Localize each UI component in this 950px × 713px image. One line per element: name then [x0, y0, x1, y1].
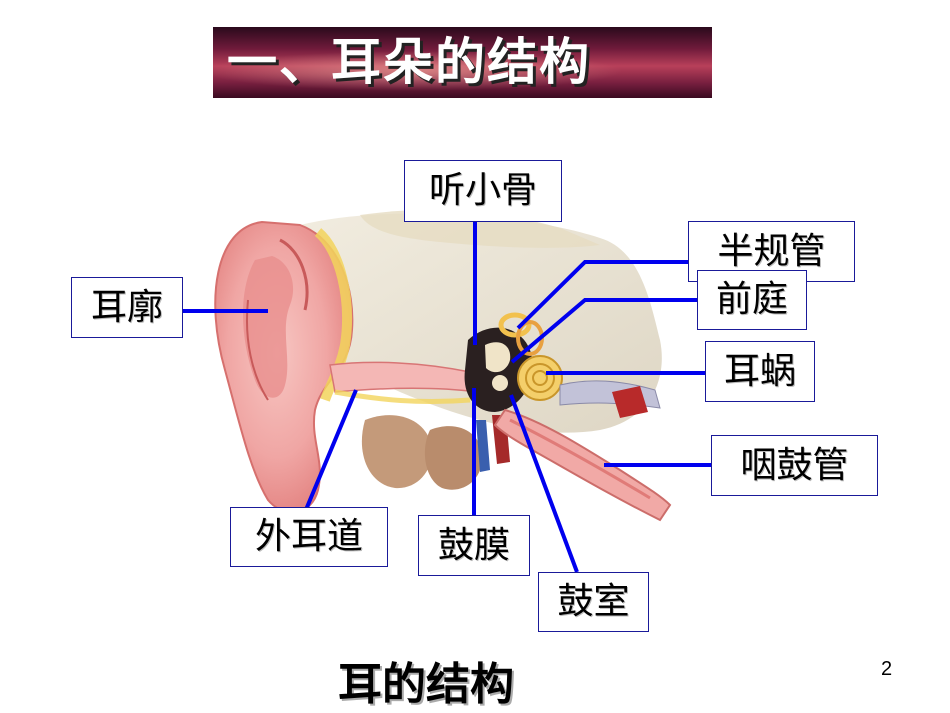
- pointer-ear-canal: [303, 389, 358, 513]
- pointer-vestibule: [510, 298, 697, 364]
- label-ossicles: 听小骨: [404, 160, 562, 222]
- title-banner: 一、耳朵的结构: [213, 27, 712, 98]
- label-cochlea: 耳蜗: [705, 341, 815, 402]
- label-auricle: 耳廓: [71, 277, 183, 338]
- label-eustachian-tube: 咽鼓管: [711, 435, 878, 496]
- lower-tissue: [361, 415, 510, 490]
- slide-title: 一、耳朵的结构: [227, 33, 591, 91]
- pointer-tympanic-cavity: [509, 394, 579, 573]
- auricle-illustration: [214, 220, 354, 514]
- label-eardrum: 鼓膜: [418, 515, 530, 576]
- diagram-caption: 耳的结构: [338, 659, 514, 710]
- cochlea-illustration: [517, 355, 563, 401]
- label-vestibule: 前庭: [697, 270, 807, 330]
- page-number: 2: [881, 658, 893, 680]
- banner-sunset-glow: [213, 27, 712, 98]
- label-tympanic-cavity: 鼓室: [538, 572, 649, 632]
- middle-ear-illustration: [464, 327, 533, 412]
- pointer-lines: [183, 222, 711, 573]
- nerve-vessel: [559, 380, 661, 418]
- pointer-semicircular-canals: [516, 260, 697, 330]
- label-ear-canal: 外耳道: [230, 507, 388, 567]
